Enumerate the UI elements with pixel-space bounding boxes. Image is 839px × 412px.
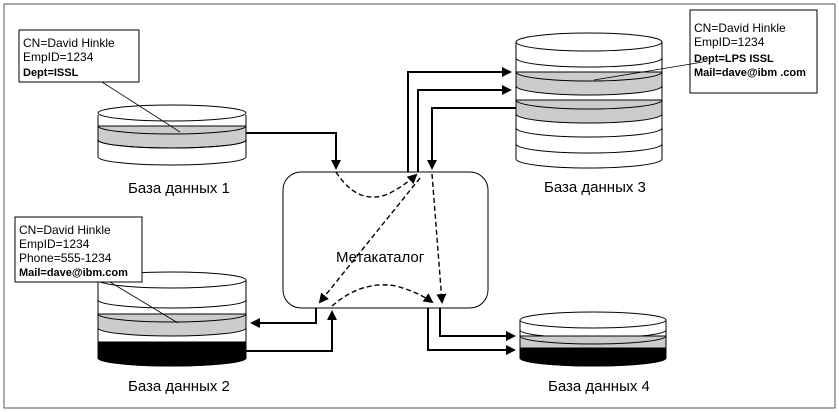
database-4-cylinder — [519, 311, 667, 367]
card-db2-leader — [109, 281, 179, 324]
card-db2-line-1: CN=David Hinkle — [19, 223, 111, 237]
database-2-cylinder — [97, 271, 247, 367]
database-1-cylinder — [97, 104, 247, 166]
metacatalog-label: Метакаталог — [336, 249, 425, 266]
card-db2-line-3: Phone=555-1234 — [19, 251, 112, 265]
flow-meta-to-db4-upper — [439, 308, 516, 341]
metacatalog-box — [282, 171, 489, 309]
database-3-label: База данных 3 — [544, 179, 646, 196]
card-db2-line-4: Mail=dave@ibm.com — [19, 267, 128, 279]
card-db3-line-4: Mail=dave@ibm .com — [694, 67, 806, 79]
dashed-db3-to-db4 — [431, 173, 447, 304]
database-1-label: База данных 1 — [128, 180, 230, 197]
database-2-label: База данных 2 — [128, 378, 230, 395]
card-db2-line-2: EmpID=1234 — [19, 237, 90, 251]
flow-meta-to-db3-upper — [407, 67, 512, 172]
card-db3-leader — [593, 61, 704, 81]
database-3-cylinder — [515, 32, 663, 169]
card-db3-line-3: Dept=LPS ISSL — [694, 53, 774, 65]
dashed-db1-to-db3 — [335, 171, 418, 198]
card-db1-leader — [101, 81, 181, 133]
card-db3-line-1: CN=David Hinkle — [694, 21, 786, 35]
flow-meta-to-db4-lower — [427, 308, 516, 355]
record-card-db1: CN=David Hinkle EmpID=1234 Dept=ISSL — [18, 29, 140, 83]
flow-db3-to-meta — [427, 107, 516, 170]
record-card-db3: CN=David Hinkle EmpID=1234 Dept=LPS ISSL… — [689, 9, 818, 94]
flow-meta-to-db2 — [250, 308, 317, 328]
card-db3-line-2: EmpID=1234 — [694, 35, 765, 49]
flow-meta-to-db3-middle — [417, 85, 512, 172]
flow-db1-to-meta — [246, 132, 341, 170]
card-db1-line-3: Dept=ISSL — [23, 67, 79, 79]
dashed-db3-to-db2 — [318, 177, 421, 304]
record-card-db2: CN=David Hinkle EmpID=1234 Phone=555-123… — [14, 216, 143, 283]
flow-db2-to-meta — [246, 310, 337, 352]
database-4-label: База данных 4 — [548, 378, 650, 395]
dashed-db2-to-db4 — [331, 284, 434, 307]
card-db1-line-1: CN=David Hinkle — [23, 36, 115, 50]
card-db1-line-2: EmpID=1234 — [23, 50, 94, 64]
